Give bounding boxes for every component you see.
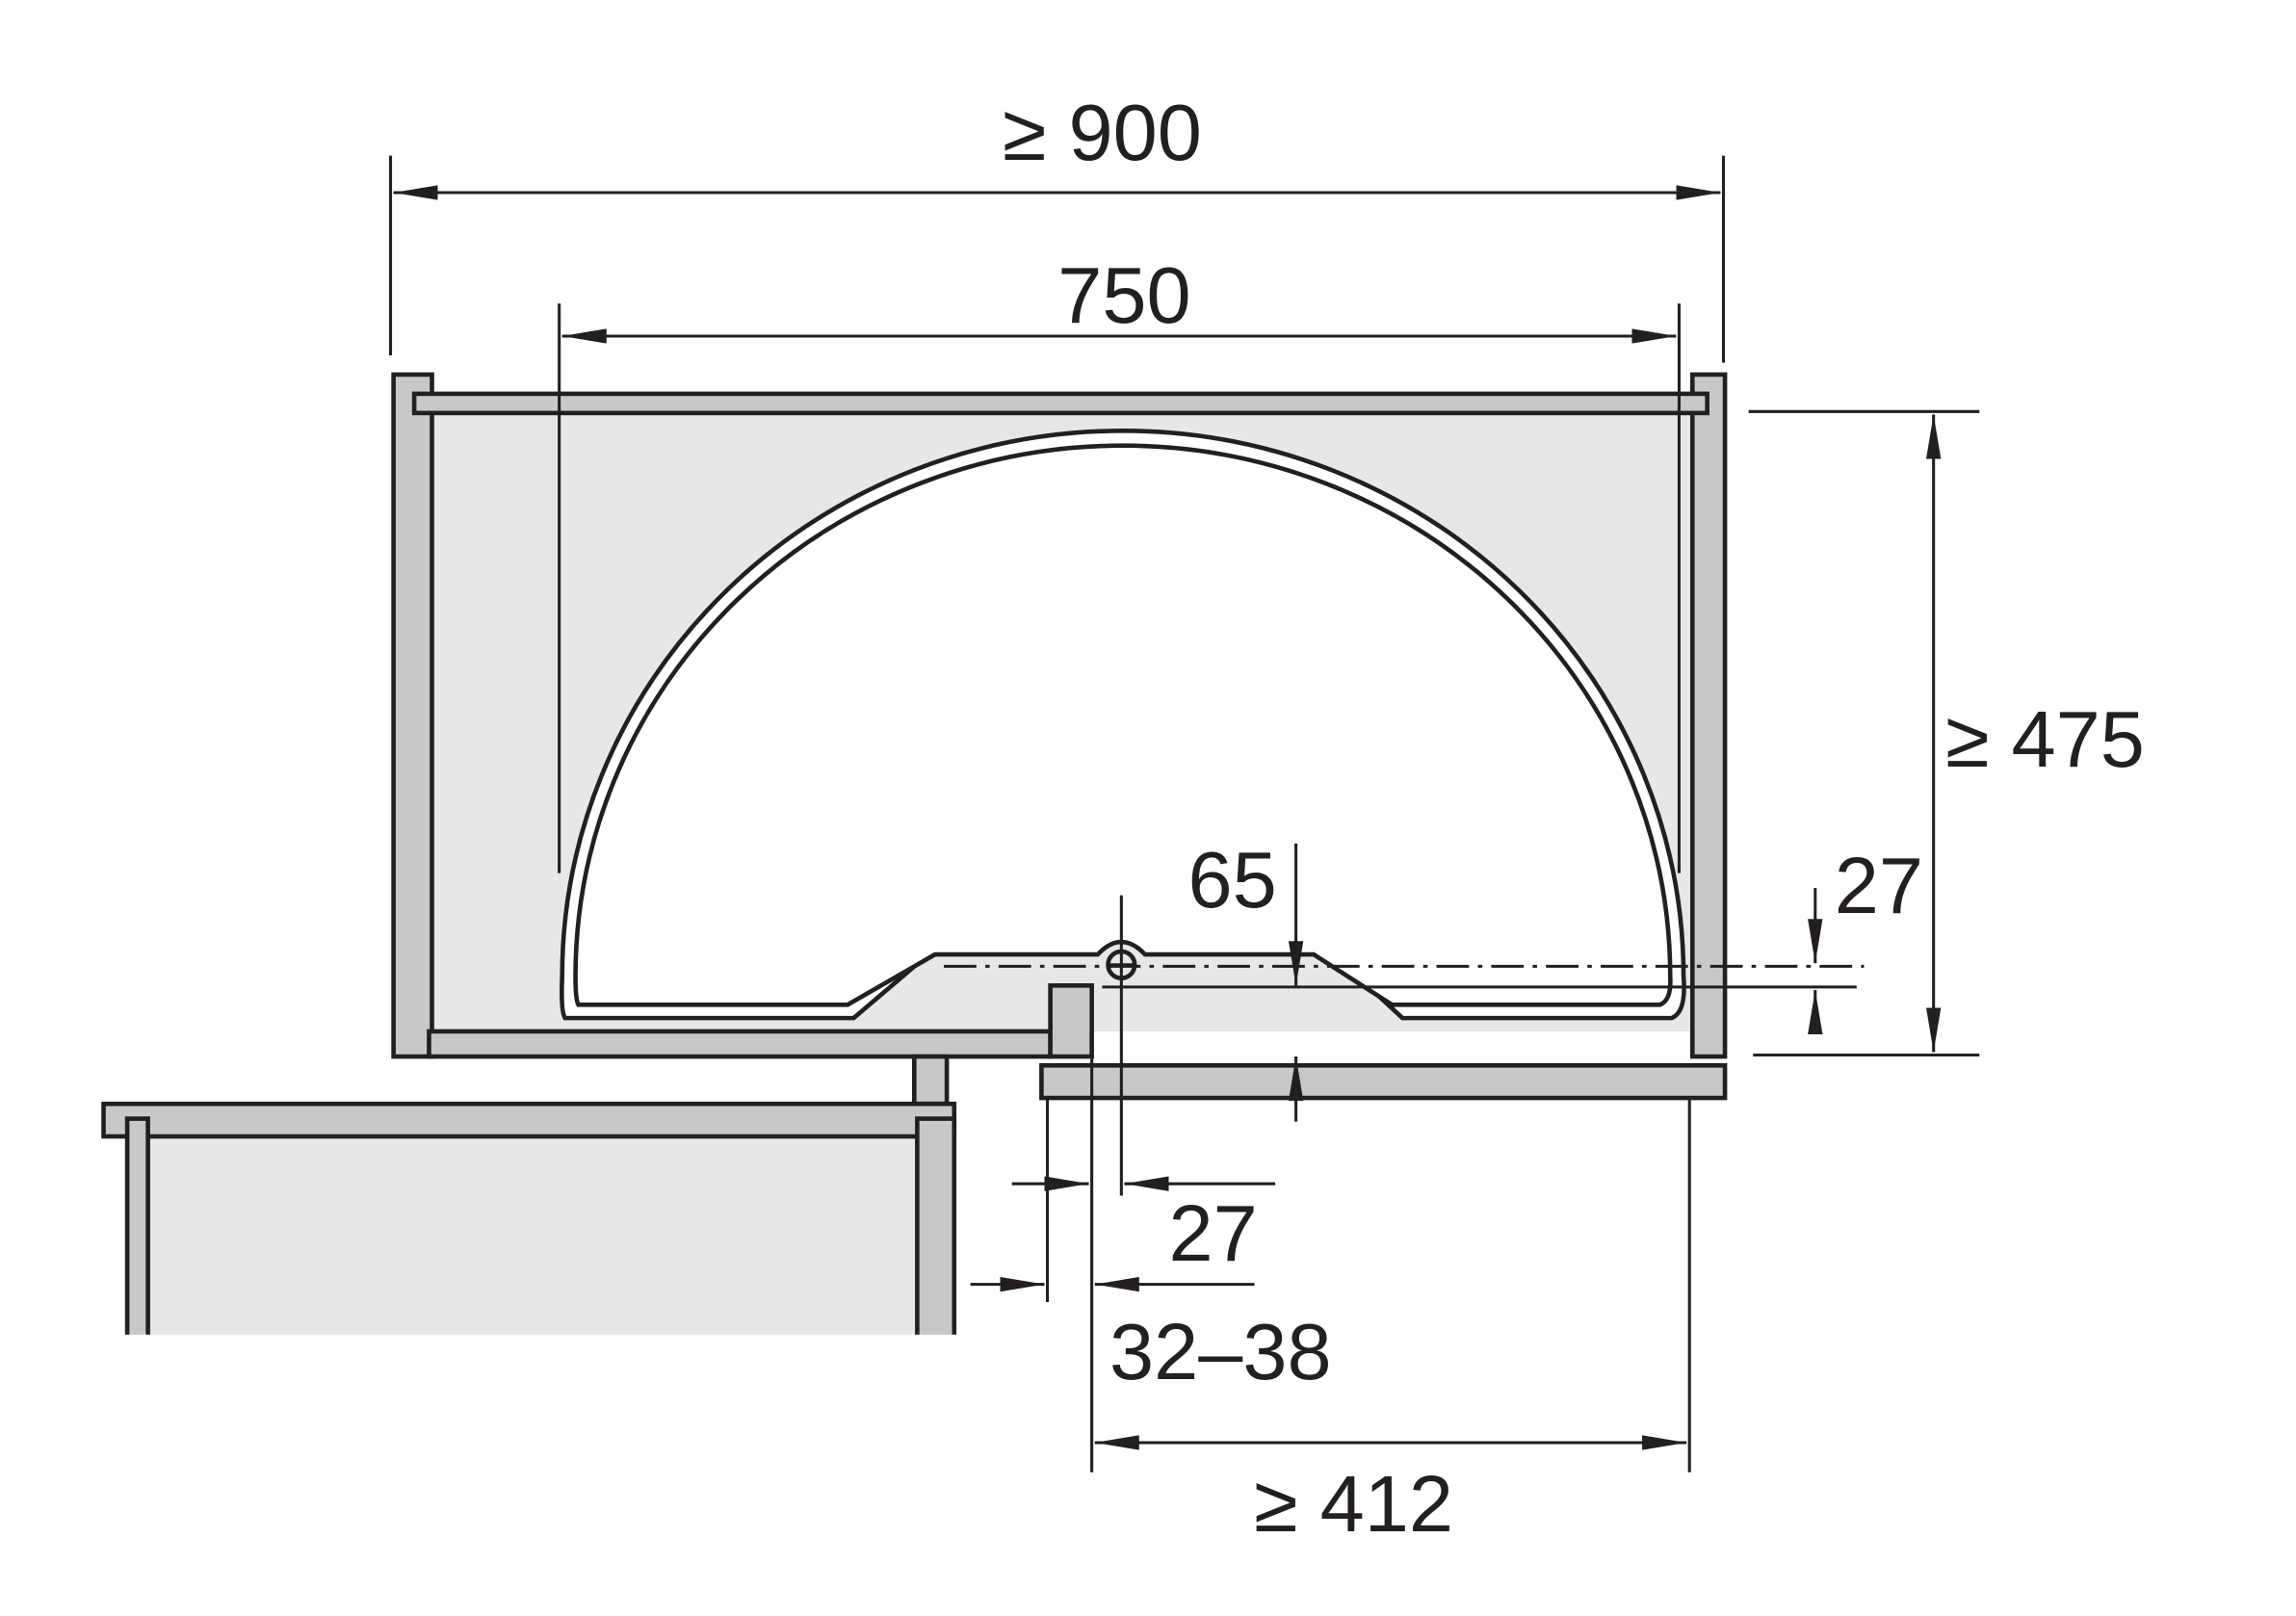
dim-opening-width: ≥ 412 bbox=[1254, 1459, 1453, 1549]
front-door bbox=[1039, 1062, 1728, 1101]
dim-depth: ≥ 475 bbox=[1945, 694, 2145, 784]
right-side-panel bbox=[1689, 372, 1728, 1059]
dim-front-offset-horizontal: 27 bbox=[1169, 1188, 1258, 1278]
carousel-tray bbox=[560, 429, 1686, 1021]
connector-tab bbox=[911, 1054, 950, 1107]
dim-overall-width: ≥ 900 bbox=[1003, 88, 1202, 177]
top-rail bbox=[411, 391, 1709, 416]
dim-pivot-offset: 65 bbox=[1187, 835, 1276, 925]
bottom-panel bbox=[427, 1029, 1053, 1059]
dim-door-thickness: 32–38 bbox=[1109, 1307, 1332, 1396]
left-side-panel bbox=[391, 372, 434, 1059]
dim-tray-width: 750 bbox=[1057, 250, 1190, 340]
stop-block bbox=[1048, 983, 1094, 1059]
adjacent-cabinet bbox=[89, 1101, 977, 1365]
dim-front-offset-vertical: 27 bbox=[1835, 841, 1923, 930]
